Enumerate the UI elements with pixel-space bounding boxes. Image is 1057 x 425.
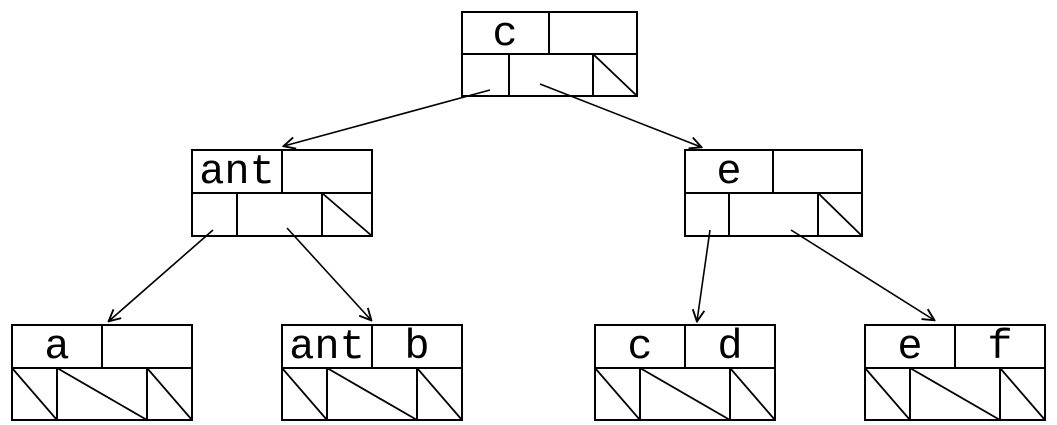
null-pointer-slash bbox=[416, 367, 463, 421]
null-pointer-slash bbox=[864, 367, 911, 421]
node-left-internal: ant bbox=[191, 148, 373, 237]
null-pointer-slash bbox=[146, 367, 193, 421]
key-label: c bbox=[627, 323, 652, 371]
null-pointer-slash bbox=[594, 367, 641, 421]
edges bbox=[109, 83, 934, 321]
null-pointer-slash bbox=[817, 192, 863, 237]
node-leaf-c-d: c d bbox=[594, 323, 776, 421]
null-pointer-slash bbox=[56, 367, 148, 421]
key-label: e bbox=[716, 148, 741, 196]
edge-left-internal-to-leaf-a bbox=[109, 229, 214, 321]
key-label: f bbox=[987, 323, 1012, 371]
node-leaf-ant-b: ant b bbox=[281, 323, 463, 421]
node-leaf-e-f: e f bbox=[864, 323, 1046, 421]
node-right-internal: e bbox=[684, 148, 863, 237]
key-label: b bbox=[404, 323, 429, 371]
node-leaf-a: a bbox=[11, 323, 193, 421]
edge-right-internal-to-leaf-e-f bbox=[790, 229, 934, 320]
key-label: c bbox=[492, 10, 517, 58]
key-label: ant bbox=[199, 148, 275, 196]
key-label: e bbox=[897, 323, 922, 371]
key-label: d bbox=[717, 323, 742, 371]
null-pointer-slash bbox=[326, 367, 418, 421]
null-pointer-slash bbox=[11, 367, 58, 421]
null-pointer-slash bbox=[999, 367, 1046, 421]
null-pointer-slash bbox=[321, 192, 373, 237]
null-pointer-slash bbox=[729, 367, 776, 421]
edge-left-internal-to-leaf-ant-b bbox=[286, 227, 371, 320]
null-pointer-slash bbox=[639, 367, 731, 421]
node-root: c bbox=[461, 10, 638, 97]
edge-root-to-right-internal bbox=[539, 83, 701, 147]
null-pointer-slash bbox=[592, 53, 638, 97]
null-pointer-slash bbox=[281, 367, 328, 421]
key-label: a bbox=[44, 323, 69, 371]
key-label: ant bbox=[289, 323, 365, 371]
null-pointer-slash bbox=[909, 367, 1001, 421]
edge-root-to-left-internal bbox=[284, 89, 491, 146]
edge-right-internal-to-leaf-c-d bbox=[697, 229, 711, 321]
